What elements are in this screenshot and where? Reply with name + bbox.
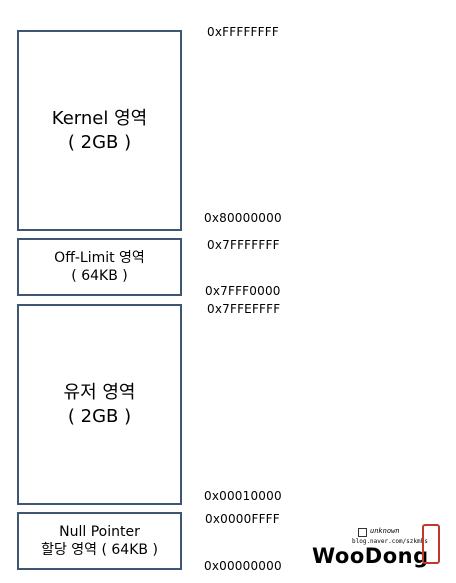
- watermark-top: unknown: [370, 527, 400, 535]
- address-label: 0x7FFEFFFF: [207, 302, 281, 316]
- region-off-limit: Off-Limit 영역 ( 64KB ): [17, 238, 182, 296]
- region-off-limit-title: Off-Limit 영역: [54, 249, 145, 266]
- region-null-pointer-title: Null Pointer: [59, 523, 140, 540]
- region-user-title: 유저 영역: [63, 382, 136, 404]
- region-off-limit-size: ( 64KB ): [71, 268, 128, 284]
- address-label: 0x00010000: [204, 489, 282, 503]
- watermark: unknown blog.naver.com/szkmhs WooDong: [310, 522, 444, 578]
- watermark-name: WooDong: [312, 544, 429, 568]
- region-user: 유저 영역 ( 2GB ): [17, 304, 182, 505]
- region-null-pointer: Null Pointer 할당 영역 ( 64KB ): [17, 512, 182, 570]
- address-label: 0x7FFF0000: [205, 284, 281, 298]
- watermark-url: blog.naver.com/szkmhs: [352, 538, 428, 545]
- watermark-stamp-icon: [422, 524, 440, 564]
- region-user-size: ( 2GB ): [67, 405, 132, 427]
- region-null-pointer-size: 할당 영역 ( 64KB ): [41, 542, 158, 558]
- watermark-logo-icon: [358, 528, 367, 537]
- region-kernel-size: ( 2GB ): [67, 131, 132, 153]
- address-label: 0x00000000: [204, 559, 282, 573]
- address-label: 0x80000000: [204, 211, 282, 225]
- address-label: 0x7FFFFFFF: [207, 238, 280, 252]
- region-kernel: Kernel 영역 ( 2GB ): [17, 30, 182, 231]
- address-label: 0x0000FFFF: [205, 512, 280, 526]
- region-kernel-title: Kernel 영역: [51, 108, 148, 130]
- address-label: 0xFFFFFFFF: [207, 25, 279, 39]
